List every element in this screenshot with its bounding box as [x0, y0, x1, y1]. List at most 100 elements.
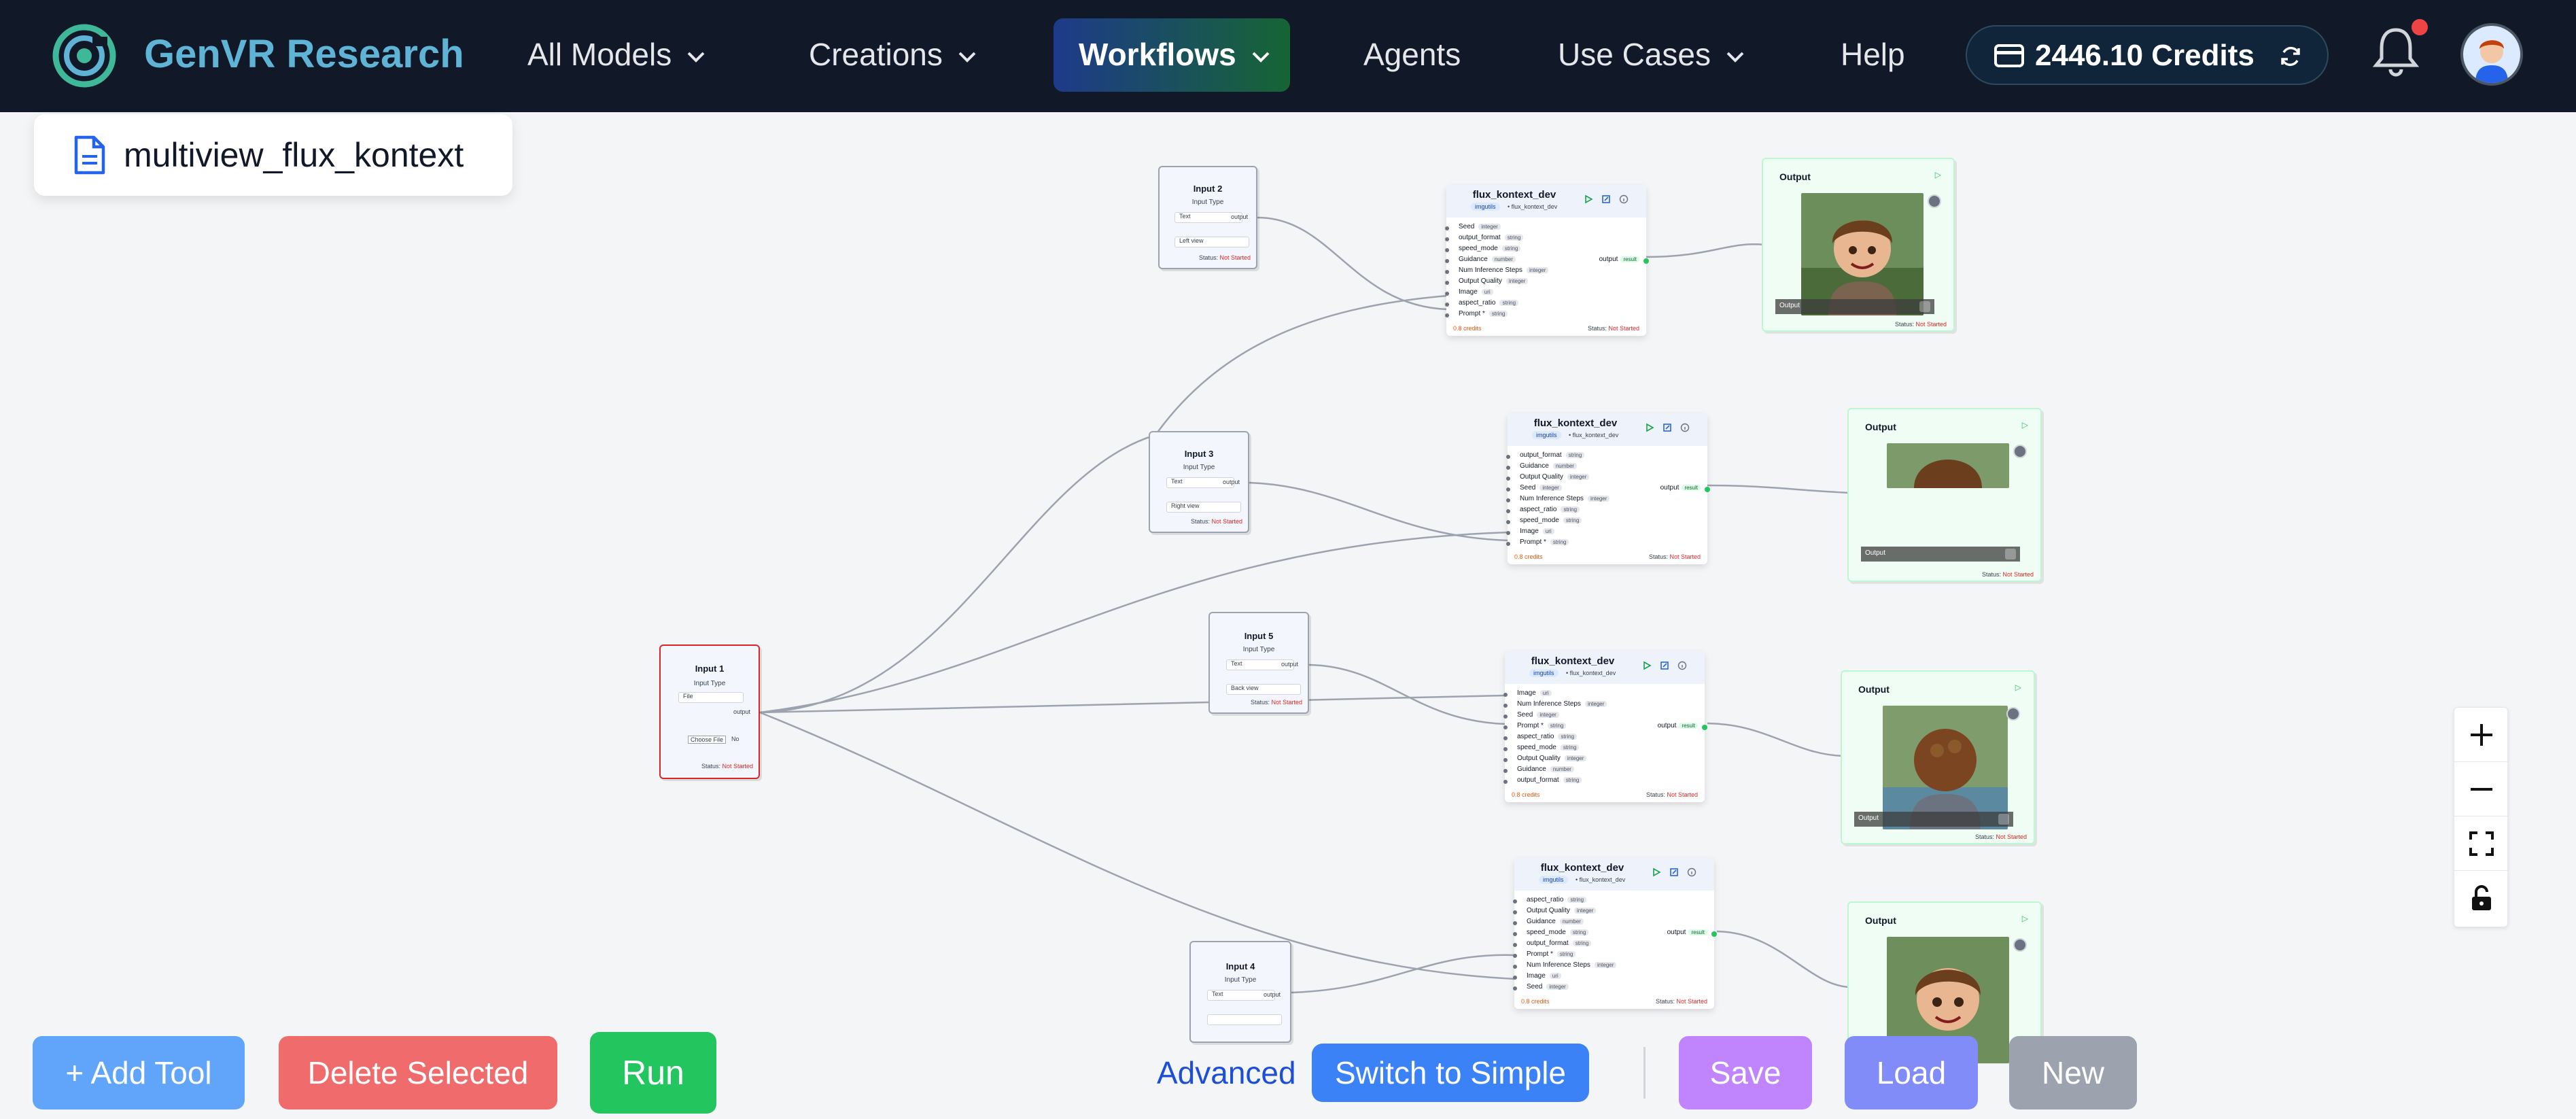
brand-name[interactable]: GenVR Research [144, 32, 464, 76]
output-node-3[interactable]: Output ▷ Output Status: Not Started [1841, 670, 2035, 844]
advanced-label[interactable]: Advanced [1157, 1055, 1296, 1090]
input-type-select[interactable]: Text [1207, 990, 1275, 1001]
notification-bell-icon[interactable] [2372, 24, 2420, 79]
delete-selected-button[interactable]: Delete Selected [279, 1036, 557, 1109]
workflow-file-title[interactable]: multiview_flux_kontext [34, 114, 512, 196]
info-icon[interactable] [1677, 661, 1687, 670]
refresh-icon[interactable] [2278, 44, 2303, 69]
play-icon[interactable] [1584, 194, 1593, 204]
input-text-field[interactable]: Right view [1166, 502, 1241, 513]
add-tool-button[interactable]: + Add Tool [33, 1036, 245, 1109]
input-type-select[interactable]: File [678, 692, 744, 703]
input-type-select[interactable]: Text [1226, 659, 1294, 670]
settings-gear-icon[interactable] [2013, 445, 2027, 458]
info-icon[interactable] [1619, 194, 1629, 204]
play-icon[interactable] [1645, 423, 1654, 432]
param-row[interactable]: Prompt *string [1512, 950, 1616, 961]
info-icon[interactable] [1680, 423, 1690, 432]
choose-file-button[interactable]: Choose File [688, 736, 727, 744]
param-row[interactable]: Prompt *string [1503, 722, 1607, 733]
zoom-out-button[interactable] [2454, 762, 2509, 816]
nav-use-cases[interactable]: Use Cases [1558, 30, 1745, 79]
input-node-5[interactable]: Input 5 Input Type Text output Back view… [1208, 612, 1309, 714]
edit-icon[interactable] [1669, 867, 1679, 877]
credits-badge[interactable]: 2446.10 Credits [1966, 25, 2329, 85]
load-button[interactable]: Load [1845, 1036, 1978, 1109]
play-icon[interactable] [1642, 661, 1652, 670]
lock-canvas-button[interactable] [2454, 871, 2509, 925]
input-node-3[interactable]: Input 3 Input Type Text output Right vie… [1149, 431, 1249, 533]
download-icon[interactable] [1998, 814, 2009, 825]
nav-all-models[interactable]: All Models [527, 30, 706, 79]
nav-creations[interactable]: Creations [809, 30, 977, 79]
new-button[interactable]: New [2009, 1036, 2137, 1109]
play-icon[interactable]: ▷ [2021, 914, 2028, 923]
play-icon[interactable]: ▷ [2021, 420, 2028, 430]
zoom-in-button[interactable] [2454, 708, 2509, 762]
run-button[interactable]: Run [590, 1032, 716, 1114]
input-type-select[interactable]: Text [1174, 212, 1242, 223]
download-icon[interactable] [2005, 549, 2016, 560]
genvr-logo-icon[interactable] [52, 23, 117, 88]
edit-icon[interactable] [1601, 194, 1611, 204]
param-row[interactable]: Prompt *string [1505, 538, 1609, 549]
flux-kontext-node-2[interactable]: flux_kontext_dev imgutils • flux_kontext… [1505, 413, 1711, 564]
fit-view-button[interactable] [2454, 816, 2509, 871]
flux-kontext-node-1[interactable]: flux_kontext_dev imgutils • flux_kontext… [1444, 185, 1650, 336]
output-image-top-of-head[interactable] [1887, 443, 2009, 488]
edit-icon[interactable] [1660, 661, 1669, 670]
output-image-boy-smiling[interactable] [1801, 193, 1924, 315]
play-icon[interactable] [1652, 867, 1661, 877]
input-node-4[interactable]: Input 4 Input Type Text output [1189, 941, 1291, 1043]
flux-kontext-node-4[interactable]: flux_kontext_dev imgutils • flux_kontext… [1512, 858, 1718, 1009]
output-node-2[interactable]: Output ▷ Output Status: Not Started [1847, 408, 2042, 582]
input-node-1[interactable]: Input 1 Input Type File output Choose Fi… [659, 644, 760, 779]
param-row[interactable]: Prompt *string [1444, 310, 1548, 321]
input-text-field[interactable] [1207, 1014, 1282, 1025]
save-button[interactable]: Save [1679, 1036, 1812, 1109]
settings-gear-icon[interactable] [2013, 938, 2027, 952]
download-icon[interactable] [1919, 301, 1930, 312]
edit-icon[interactable] [1663, 423, 1672, 432]
output-image-back-view[interactable] [1883, 706, 2008, 829]
nav-agents[interactable]: Agents [1363, 30, 1461, 79]
switch-to-simple-button[interactable]: Switch to Simple [1312, 1044, 1589, 1102]
input-type-select[interactable]: Text [1166, 477, 1234, 488]
settings-gear-icon[interactable] [2006, 707, 2020, 721]
nav-help[interactable]: Help [1841, 30, 1905, 79]
